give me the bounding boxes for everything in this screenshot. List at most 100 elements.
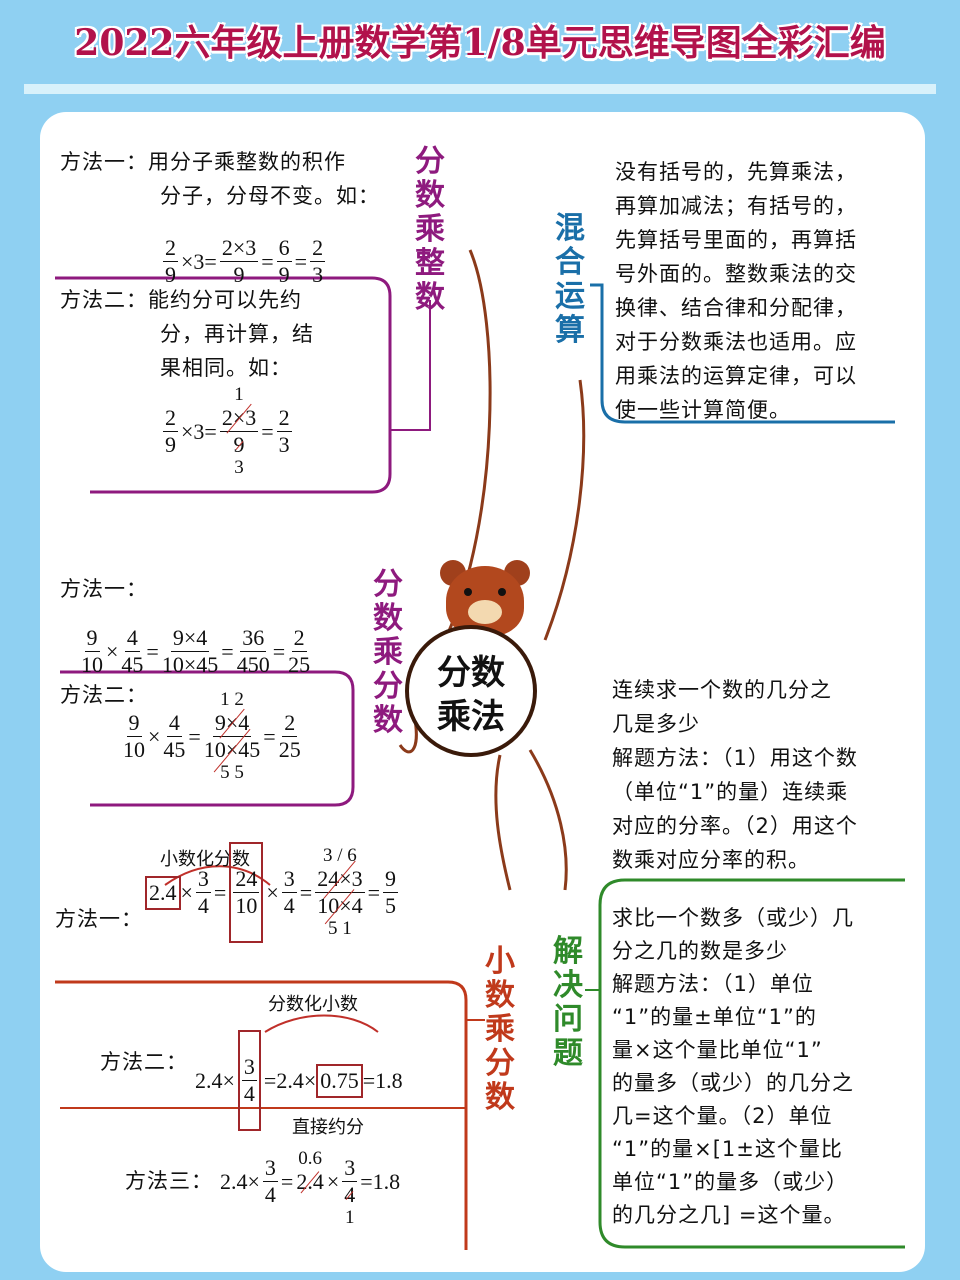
note-decimal-to-fraction: 小数化分数 bbox=[160, 849, 250, 870]
expr-operator: × bbox=[180, 879, 193, 905]
text-line: 分，再计算，结 bbox=[160, 322, 314, 346]
text-line: 的几分之几] =这个量。 bbox=[612, 1203, 846, 1227]
branch-line-dec-frac bbox=[494, 754, 512, 891]
expr-operator: = bbox=[261, 418, 274, 444]
cancel-result-bottom bbox=[388, 919, 393, 939]
text-line: 使一些计算简便。 bbox=[615, 398, 791, 422]
numerator: 2×3 bbox=[219, 405, 259, 432]
denominator: 3 bbox=[278, 432, 290, 457]
dec-frac-method1-title: 方法一： bbox=[55, 907, 143, 931]
cancel-result-bottom bbox=[315, 288, 320, 308]
cancel-result-bottom bbox=[308, 1195, 313, 1215]
text-line: 方法一：用分子乘整数的积作 bbox=[60, 150, 346, 174]
expr-operator: = bbox=[294, 248, 308, 274]
denominator: 3 bbox=[312, 262, 324, 287]
numerator: 2 bbox=[291, 625, 307, 652]
cancel-result-top bbox=[282, 215, 287, 235]
expr-operator: 2.4× bbox=[220, 1168, 260, 1194]
expr-operator: = bbox=[221, 638, 234, 664]
text-line: 果相同。如： bbox=[160, 356, 292, 380]
box-divider-dec-frac bbox=[60, 1019, 485, 1109]
label-frac-int: 分数乘整数 bbox=[415, 144, 445, 315]
frac-int-method2-text: 方法二：能约分可以先约 分，再计算，结 果相同。如： bbox=[60, 283, 314, 385]
label-problems: 解决问题 bbox=[553, 934, 583, 1071]
text-line: 数乘对应分率的积。 bbox=[612, 848, 810, 872]
denominator: 25 bbox=[288, 652, 311, 677]
text-line: 单位“1”的量多（或少） bbox=[612, 1170, 849, 1194]
denominator: 5 bbox=[385, 893, 397, 918]
denominator: 4 bbox=[264, 1182, 276, 1207]
denominator: 10×45 bbox=[203, 737, 261, 762]
dec-frac-method3-title: 方法三： bbox=[125, 1169, 213, 1193]
expr-operator: ×3= bbox=[181, 248, 217, 274]
central-topic: 分数 乘法 bbox=[405, 625, 537, 757]
denominator: 45 bbox=[121, 652, 144, 677]
denominator: 10 bbox=[81, 652, 103, 677]
cancel-result-top bbox=[132, 690, 137, 710]
numerator: 9 bbox=[126, 710, 142, 737]
cancel-result-top bbox=[188, 605, 193, 625]
cancel-result-top bbox=[287, 690, 292, 710]
cancel-result-top bbox=[287, 846, 292, 866]
text-line: 对应的分率。（2）用这个 bbox=[612, 814, 858, 838]
expr-operator: = bbox=[280, 1168, 294, 1194]
denominator: 10×4 bbox=[317, 893, 363, 918]
cancel-result-top: 3 / 6 bbox=[323, 845, 357, 866]
mixed-text: 没有括号的，先算乘法，再算加减法；有括号的，先算括号里面的，再算括号外面的。整数… bbox=[615, 155, 857, 427]
text-line: 用乘法的运算定律，可以 bbox=[615, 364, 857, 388]
boxed-number: 2.4 bbox=[145, 875, 181, 910]
expr-operator: ×3= bbox=[181, 418, 217, 444]
box-border-dec-frac bbox=[55, 980, 468, 1250]
numerator: 3 bbox=[262, 1155, 278, 1182]
expr-operator: = bbox=[299, 879, 313, 905]
title-divider bbox=[24, 84, 936, 94]
denominator: 9 bbox=[278, 262, 290, 287]
numerator: 3 bbox=[342, 1155, 358, 1182]
numerator: 2.4 bbox=[296, 1168, 324, 1194]
numerator: 2 bbox=[310, 235, 326, 262]
text-line: 几是多少 bbox=[612, 712, 700, 736]
text-line: （单位“1”的量）连续乘 bbox=[612, 780, 849, 804]
text-line: 几=这个量。（2）单位 bbox=[612, 1104, 833, 1128]
expr-operator: =2.4× bbox=[263, 1067, 317, 1093]
cancel-result-top bbox=[282, 385, 287, 405]
numerator: 24 bbox=[233, 866, 260, 893]
cancel-result-top bbox=[90, 605, 95, 625]
denominator: 10 bbox=[123, 737, 145, 762]
expr-operator: × bbox=[326, 1168, 340, 1194]
denominator: 4 bbox=[283, 893, 295, 918]
box-connector-frac-int bbox=[390, 300, 431, 431]
text-line: 解题方法：（1）用这个数 bbox=[612, 746, 858, 770]
numerator: 2 bbox=[163, 405, 178, 432]
problem-2-text: 求比一个数多（或少）几分之几的数是多少解题方法：（1）单位“1”的量±单位“1”… bbox=[612, 902, 854, 1232]
box-border-frac-frac bbox=[60, 670, 355, 807]
numerator: 9×4 bbox=[170, 625, 210, 652]
dec-frac-method2-title: 方法二： bbox=[100, 1050, 188, 1074]
numerator: 4 bbox=[166, 710, 182, 737]
cancel-result-top: 1 bbox=[234, 384, 244, 405]
cancel-result-bottom bbox=[172, 763, 177, 783]
text-line: 没有括号的，先算乘法， bbox=[615, 160, 857, 184]
cancel-result-bottom: 5 1 bbox=[328, 918, 352, 939]
cancel-result-bottom bbox=[247, 1107, 252, 1127]
text-line: 方法二：能约分可以先约 bbox=[60, 288, 302, 312]
cancel-result-top bbox=[268, 1135, 273, 1155]
expr-operator: 2.4× bbox=[195, 1067, 235, 1093]
